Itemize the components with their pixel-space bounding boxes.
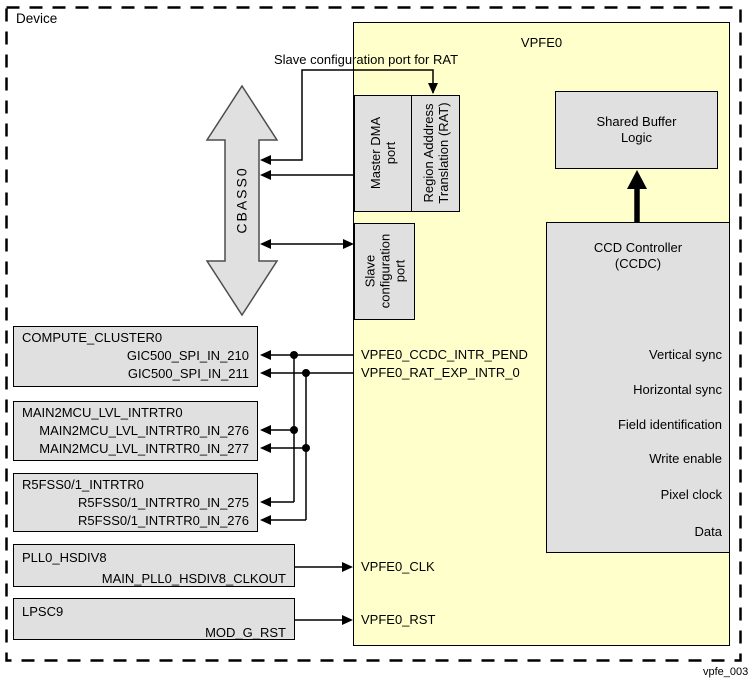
block-row: MAIN2MCU_LVL_INTRTR0_IN_276 <box>39 423 249 438</box>
block-compute-cluster0: COMPUTE_CLUSTER0 GIC500_SPI_IN_210 GIC50… <box>13 326 258 387</box>
block-r5fss-intrtr0: R5FSS0/1_INTRTR0 R5FSS0/1_INTRTR0_IN_275… <box>13 473 258 532</box>
block-row: MOD_G_RST <box>205 625 286 640</box>
ccdc-title: CCD Controller (CCDC) <box>593 240 683 271</box>
ccdc-signal-horizontal-sync: Horizontal sync <box>633 382 722 397</box>
block-main2mcu-intrtr0: MAIN2MCU_LVL_INTRTR0 MAIN2MCU_LVL_INTRTR… <box>13 401 258 461</box>
vpfe0-clk-label: VPFE0_CLK <box>361 559 435 574</box>
block-title: LPSC9 <box>22 604 64 619</box>
block-lpsc9: LPSC9 MOD_G_RST <box>13 598 295 640</box>
block-title: MAIN2MCU_LVL_INTRTR0 <box>22 405 183 420</box>
wire-rat-exp-intr <box>260 368 353 525</box>
vpfe0-ccdc-intr-pend-label: VPFE0_CCDC_INTR_PEND <box>361 347 528 362</box>
block-title: PLL0_HSDIV8 <box>22 550 107 565</box>
block-row: R5FSS0/1_INTRTR0_IN_276 <box>77 513 249 528</box>
master-dma-port-label: Master DMA port <box>368 116 398 190</box>
ccdc-signal-pixel-clock: Pixel clock <box>660 487 722 502</box>
wire-ccdc-intr-pend <box>260 350 353 507</box>
ccdc-signal-field-identification: Field identification <box>617 417 722 432</box>
block-row: R5FSS0/1_INTRTR0_IN_275 <box>77 495 249 510</box>
block-row: GIC500_SPI_IN_211 <box>127 366 249 381</box>
ccdc-signal-vertical-sync: Vertical sync <box>649 347 722 362</box>
wire-slave-config-cbass0 <box>260 239 354 249</box>
ccdc-signal-data: Data <box>694 524 722 539</box>
vpfe0-rst-label: VPFE0_RST <box>361 612 436 627</box>
vpfe0-title: VPFE0 <box>520 35 563 50</box>
figure-id-watermark: vpfe_003 <box>703 666 749 678</box>
cbass0-bus-arrow <box>205 84 279 317</box>
block-row: GIC500_SPI_IN_210 <box>126 348 249 363</box>
wire-master-dma-to-cbass0 <box>260 170 356 180</box>
rat-label: Region Adddress Translation (RAT) <box>421 102 451 204</box>
block-title: COMPUTE_CLUSTER0 <box>22 330 163 345</box>
block-pll0-hsdiv8: PLL0_HSDIV8 MAIN_PLL0_HSDIV8_CLKOUT <box>13 544 295 587</box>
shared-buffer-logic-box: Shared Buffer Logic <box>555 91 718 169</box>
slave-config-port-label: Slave configuration port <box>362 233 408 309</box>
wire-vpfe0-clk <box>295 562 353 572</box>
cbass0-label: CBASS0 <box>234 166 250 233</box>
block-row: MAIN_PLL0_HSDIV8_CLKOUT <box>101 571 286 586</box>
block-row: MAIN2MCU_LVL_INTRTR0_IN_277 <box>39 441 249 456</box>
ccdc-signal-write-enable: Write enable <box>649 451 722 466</box>
vpfe0-rat-exp-intr-label: VPFE0_RAT_EXP_INTR_0 <box>361 365 520 380</box>
wire-vpfe0-rst <box>295 615 353 625</box>
block-title: R5FSS0/1_INTRTR0 <box>22 477 144 492</box>
device-label: Device <box>16 11 58 26</box>
slave-config-rat-note: Slave configuration port for RAT <box>274 52 459 67</box>
